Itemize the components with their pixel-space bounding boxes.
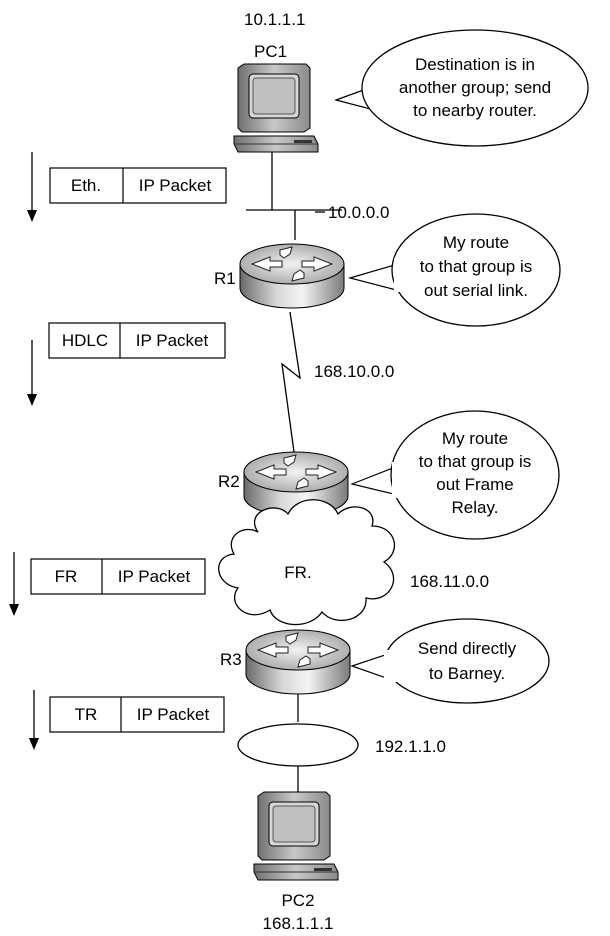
fr-frame: FR IP Packet: [9, 552, 206, 616]
router-r3-icon[interactable]: [245, 629, 351, 695]
ethernet-network-label: 10.0.0.0: [328, 203, 389, 222]
r1-bubble-line-2: to that group is: [420, 257, 532, 276]
token-ring[interactable]: [237, 723, 359, 767]
frame-relay-cloud[interactable]: FR.: [218, 499, 395, 626]
eth-frame-payload: IP Packet: [139, 176, 212, 195]
r3-thought-bubble: Send directly to Barney.: [350, 618, 550, 704]
fr-frame-header: FR: [55, 567, 78, 586]
hdlc-frame-header: HDLC: [62, 331, 108, 350]
serial-link: [281, 311, 301, 453]
tr-frame-payload: IP Packet: [137, 705, 210, 724]
r3-bubble-line-1: Send directly: [418, 639, 517, 658]
eth-frame-header: Eth.: [71, 176, 101, 195]
eth-frame: Eth. IP Packet: [27, 152, 227, 222]
r1-bubble-line-1: My route: [443, 233, 509, 252]
r2-bubble-line-3: out Frame: [436, 475, 513, 494]
r2-bubble-line-4: Relay.: [452, 498, 499, 517]
hdlc-frame: HDLC IP Packet: [27, 322, 226, 406]
router-r1-label: R1: [214, 269, 236, 288]
pc1-label: PC1: [254, 42, 287, 61]
r2-bubble-line-2: to that group is: [419, 452, 531, 471]
tr-frame: TR IP Packet: [29, 690, 225, 750]
frame-relay-network-label: 168.11.0.0: [410, 572, 489, 591]
pc1-bubble-line-3: to nearby router.: [413, 101, 537, 120]
token-ring-network-label: 192.1.1.0: [375, 737, 446, 756]
pc2-ip: 168.1.1.1: [263, 914, 334, 933]
router-r3-label: R3: [220, 650, 242, 669]
pc2-label: PC2: [281, 891, 314, 910]
hdlc-frame-payload: IP Packet: [136, 331, 209, 350]
serial-network-label: 168.10.0.0: [314, 362, 394, 381]
cloud-label: FR.: [284, 563, 311, 582]
fr-frame-payload: IP Packet: [118, 567, 191, 586]
r3-bubble-line-2: to Barney.: [429, 664, 505, 683]
pc2-computer-icon[interactable]: [253, 791, 339, 881]
router-r2-label: R2: [218, 472, 240, 491]
pc1-thought-bubble: Destination is in another group; send to…: [333, 29, 589, 147]
router-r1-icon[interactable]: [239, 243, 345, 309]
pc1-computer-icon[interactable]: [233, 63, 319, 153]
r1-thought-bubble: My route to that group is out serial lin…: [347, 213, 561, 327]
tr-frame-header: TR: [75, 705, 98, 724]
pc1-bubble-line-2: another group; send: [399, 78, 551, 97]
r1-bubble-line-3: out serial link.: [424, 281, 528, 300]
r2-bubble-line-1: My route: [442, 429, 508, 448]
r2-thought-bubble: My route to that group is out Frame Rela…: [350, 410, 560, 540]
pc1-bubble-line-1: Destination is in: [415, 55, 535, 74]
pc1-ip: 10.1.1.1: [244, 10, 305, 29]
